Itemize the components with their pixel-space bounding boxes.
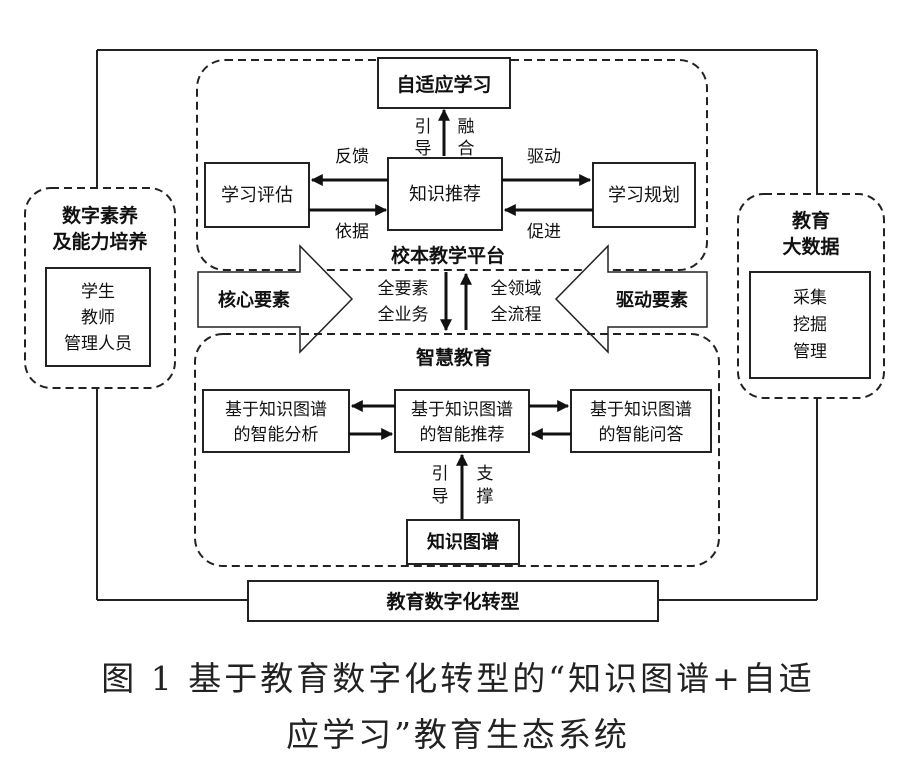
drive-elements-label: 驱动要素 [616,290,688,311]
transformation-label: 教育数字化转型 [386,590,519,613]
kg-qa-line1: 基于知识图谱 [590,400,692,420]
caption-line-1: 图 1 基于教育数字化转型的“知识图谱+自适 [101,659,815,698]
adaptive-learning-label: 自适应学习 [396,73,491,96]
left-title-line1: 数字素养 [62,204,138,227]
right-title-line1: 教育 [792,209,830,232]
platform-title: 校本教学平台 [391,244,505,267]
outer-frame [96,49,818,601]
teacher-label: 教师 [81,308,115,328]
student-label: 学生 [81,282,115,302]
knowledge-recommend-label: 知识推荐 [409,184,481,205]
support-label-2: 撑 [477,487,494,507]
fuse-label-1: 融 [458,117,475,137]
kg-qa-line2: 的智能问答 [599,425,684,445]
transformation-box [247,580,659,622]
data-ops-box [749,271,871,379]
kg-analysis-line1: 基于知识图谱 [225,400,327,420]
kg-analysis-box [202,389,350,453]
left-title-line2: 及能力培养 [52,230,147,253]
all-elements-label: 全要素 [378,279,429,299]
manager-label: 管理人员 [64,334,132,354]
knowledge-recommend-box [387,157,503,231]
guide-label-2: 导 [415,139,432,159]
people-box [45,267,151,367]
collect-label: 采集 [793,288,827,308]
learning-plan-label: 学习规划 [608,185,680,206]
drive-elements-arrow [554,244,708,354]
feedback-label: 反馈 [335,147,369,167]
right-title-line2: 大数据 [782,235,839,258]
core-elements-label: 核心要素 [218,289,290,311]
kg-recommend-box [394,389,530,453]
core-elements-arrow [197,244,354,354]
smart-edu-title: 智慧教育 [416,346,492,369]
guide2-label-2: 导 [432,487,449,507]
learning-plan-box [592,162,696,228]
kg-analysis-line2: 的智能分析 [234,425,319,445]
all-business-label: 全业务 [378,305,429,325]
support-label-1: 支 [477,464,494,484]
guide-label-1: 引 [415,117,432,137]
drive-label: 驱动 [527,147,561,167]
basis-label: 依据 [335,222,369,242]
promote-label: 促进 [527,222,561,242]
manage-label: 管理 [793,342,827,362]
mine-label: 挖掘 [793,315,827,335]
all-domains-label: 全领域 [491,279,542,299]
adaptive-learning-box [377,57,511,109]
caption-line-2: 应学习”教育生态系统 [286,715,630,754]
guide2-label-1: 引 [432,464,449,484]
kg-recommend-line1: 基于知识图谱 [411,400,513,420]
knowledge-graph-label: 知识图谱 [427,531,499,553]
knowledge-graph-box [406,519,520,565]
kg-recommend-line2: 的智能推荐 [420,425,505,445]
learning-eval-box [204,162,310,228]
fuse-label-2: 合 [458,139,475,159]
learning-eval-label: 学习评估 [221,185,293,206]
kg-qa-box [570,389,712,453]
smart-edu-region [194,333,720,567]
all-process-label: 全流程 [491,305,542,325]
